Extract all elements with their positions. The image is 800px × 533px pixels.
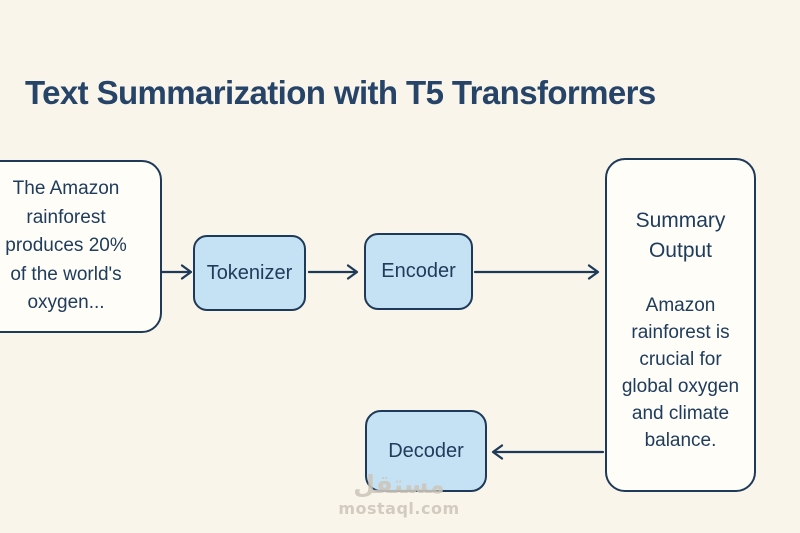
tokenizer-node: Tokenizer <box>193 235 306 311</box>
encoder-node: Encoder <box>364 233 473 310</box>
decoder-node: Decoder <box>365 410 487 492</box>
summary-output-text: Amazon rainforest is crucial for global … <box>621 295 740 451</box>
page-title: Text Summarization with T5 Transformers <box>25 74 656 112</box>
summary-output-box: Summary Output Amazon rainforest is cruc… <box>605 158 756 492</box>
watermark-domain-text: mostaql.com <box>338 499 460 518</box>
arrow-input-to-tokenizer <box>159 264 193 280</box>
input-text-box: The Amazon rainforest produces 20% of th… <box>0 160 162 333</box>
arrow-encoder-to-summary <box>473 264 600 280</box>
summary-output-heading: Summary Output <box>635 209 726 262</box>
arrow-tokenizer-to-encoder <box>307 264 359 280</box>
arrow-summary-to-decoder <box>491 444 605 460</box>
